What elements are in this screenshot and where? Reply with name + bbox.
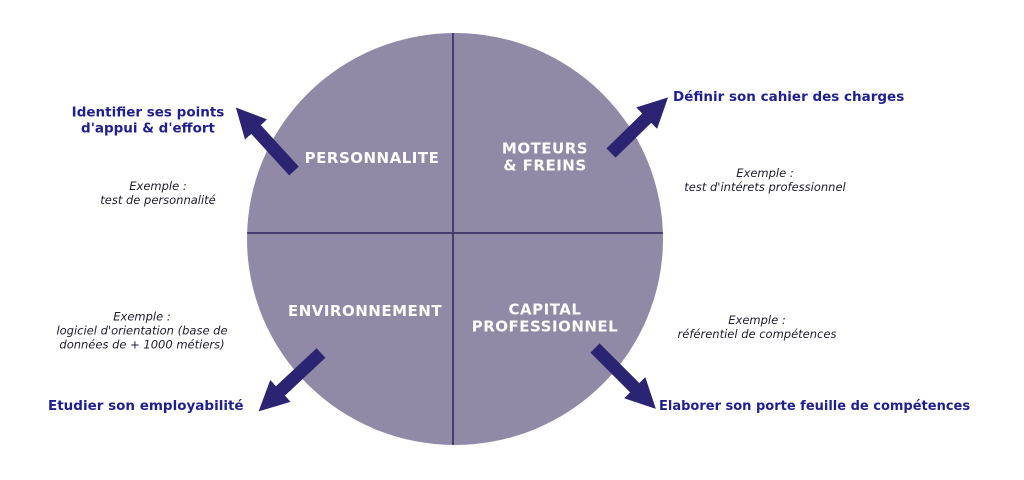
quadrant-circle (247, 33, 663, 445)
callout-action-top-right: Définir son cahier des charges (673, 89, 905, 105)
quadrant-label-moteurs-freins: MOTEURS & FREINS (501, 139, 589, 174)
callout-action-bottom-right: Elaborer son porte feuille de compétence… (659, 399, 971, 414)
callout-example-top-right: Exemple : test d'intérets professionnel (684, 166, 846, 194)
callout-action-top-left: Identifier ses points d'appui & d'effort (71, 104, 225, 136)
quadrant-label-personnalite: PERSONNALITE (304, 148, 440, 167)
callout-example-bottom-left: Exemple : logiciel d'orientation (base d… (56, 309, 228, 351)
divider-horizontal (247, 232, 663, 234)
quadrant-label-environnement: ENVIRONNEMENT (287, 301, 443, 320)
callout-example-top-left: Exemple : test de personnalité (100, 179, 216, 207)
quadrant-label-capital-professionnel: CAPITAL PROFESSIONNEL (471, 300, 619, 335)
divider-vertical (452, 33, 454, 445)
callout-example-bottom-right: Exemple : référentiel de compétences (677, 313, 837, 341)
callout-action-bottom-left: Etudier son employabilité (48, 398, 244, 414)
